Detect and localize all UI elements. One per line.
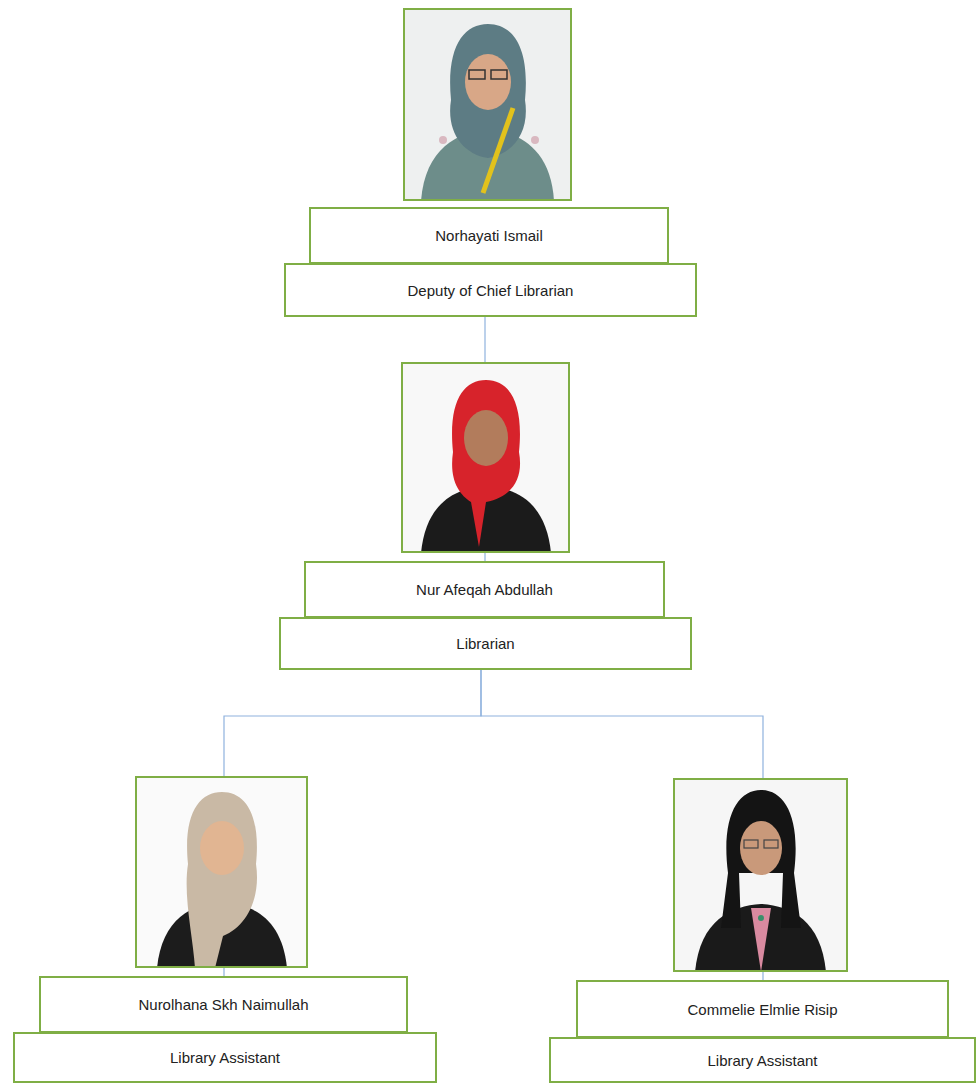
staff-name: Nur Afeqah Abdullah	[416, 581, 553, 598]
staff-photo	[403, 8, 572, 201]
staff-photo	[673, 778, 848, 972]
staff-photo	[401, 362, 570, 553]
name-box: Nurolhana Skh Naimullah	[39, 976, 408, 1033]
staff-title: Librarian	[456, 635, 514, 652]
staff-name: Nurolhana Skh Naimullah	[138, 996, 308, 1013]
name-box: Commelie Elmlie Risip	[576, 980, 949, 1038]
staff-name: Commelie Elmlie Risip	[687, 1001, 837, 1018]
title-box: Librarian	[279, 617, 692, 670]
title-box: Deputy of Chief Librarian	[284, 263, 697, 317]
staff-name: Norhayati Ismail	[435, 227, 543, 244]
title-box: Library Assistant	[13, 1032, 437, 1083]
title-box: Library Assistant	[549, 1037, 976, 1083]
name-box: Nur Afeqah Abdullah	[304, 561, 665, 618]
staff-title: Library Assistant	[170, 1049, 280, 1066]
staff-title: Library Assistant	[707, 1052, 817, 1069]
name-box: Norhayati Ismail	[309, 207, 669, 264]
staff-title: Deputy of Chief Librarian	[408, 282, 574, 299]
staff-photo	[135, 776, 308, 968]
